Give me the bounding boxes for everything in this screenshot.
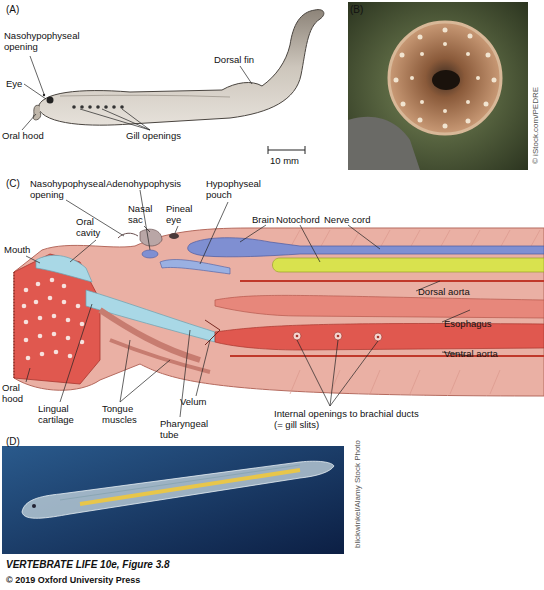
part-label: Tongue muscles xyxy=(102,403,146,425)
part-label: Internal openings to brachial ducts (= g… xyxy=(274,408,424,430)
panel-letter: (C) xyxy=(6,178,20,189)
copyright-line: © 2019 Oxford University Press xyxy=(6,575,140,586)
part-label: Adenohypophysis xyxy=(106,178,181,189)
panel-letter: (D) xyxy=(6,436,20,447)
panel-letter: (A) xyxy=(6,4,19,15)
panel-letter: (B) xyxy=(350,4,363,15)
larva-photo xyxy=(2,446,344,554)
part-label: Hypophyseal pouch xyxy=(206,178,266,200)
photo-credit: © iStock.com/PEDRE xyxy=(530,87,541,164)
photo-credit: blickwinkel/Alamy Stock Photo xyxy=(352,440,363,548)
part-label: Pharyngeal tube xyxy=(160,418,216,440)
oral-disc-photo xyxy=(348,2,528,170)
part-label: Ventral aorta xyxy=(444,348,498,359)
part-label: Notochord xyxy=(276,214,320,225)
scale-label: 10 mm xyxy=(270,155,299,166)
part-label: Pineal eye xyxy=(166,203,200,225)
part-label: Esophagus xyxy=(444,318,492,329)
part-label: Nerve cord xyxy=(324,214,370,225)
figure-caption: VERTEBRATE LIFE 10e, Figure 3.8 xyxy=(6,559,170,570)
sagittal-section xyxy=(14,190,544,417)
part-label: Lingual cartilage xyxy=(38,403,90,425)
part-label: Nasohypophyseal opening xyxy=(4,30,84,52)
part-label: Velum xyxy=(180,396,206,407)
part-label: Nasohypophyseal opening xyxy=(30,178,110,200)
part-label: Nasal sac xyxy=(128,203,162,225)
part-label: Dorsal aorta xyxy=(418,286,470,297)
part-label: Dorsal fin xyxy=(214,54,254,65)
part-label: Mouth xyxy=(4,244,30,255)
part-label: Oral hood xyxy=(2,382,34,404)
part-label: Gill openings xyxy=(126,130,181,141)
part-label: Brain xyxy=(252,214,274,225)
part-label: Oral cavity xyxy=(76,216,112,238)
part-label: Eye xyxy=(6,78,22,89)
part-label: Oral hood xyxy=(2,130,44,141)
